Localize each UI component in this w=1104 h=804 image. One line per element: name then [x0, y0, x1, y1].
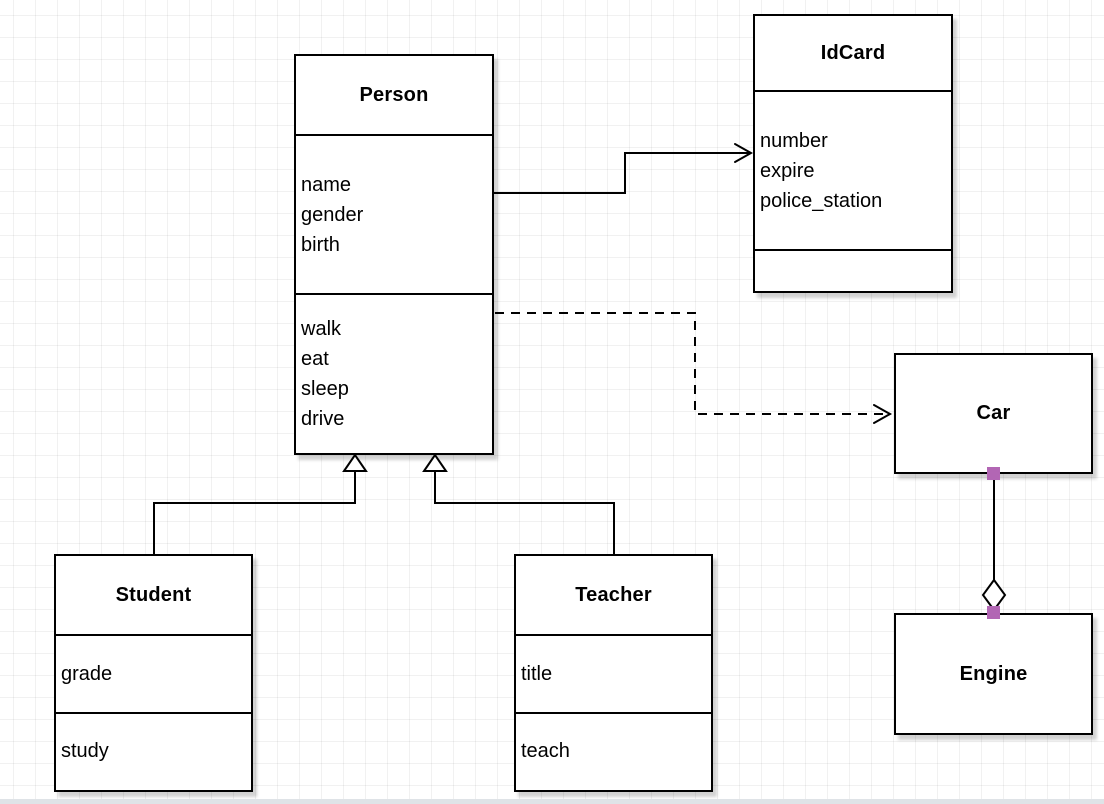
attribute-student-grade: grade: [61, 663, 113, 685]
class-box-person[interactable]: Person name gender birth walk eat sleep …: [294, 54, 494, 455]
class-title-engine: Engine: [959, 662, 1028, 685]
hollow-triangle-icon: [342, 453, 368, 472]
class-box-car[interactable]: Car: [894, 353, 1093, 474]
attribute-idcard-expire: expire: [760, 159, 815, 182]
connector-dependency-person-car[interactable]: [495, 312, 893, 424]
method-student-study: study: [61, 740, 109, 762]
class-box-teacher[interactable]: Teacher title teach: [514, 554, 713, 792]
attribute-person-birth: birth: [301, 233, 340, 256]
class-title-teacher: Teacher: [575, 583, 652, 606]
class-box-idcard[interactable]: IdCard number expire police_station: [753, 14, 953, 293]
attribute-teacher-title: title: [521, 663, 553, 685]
hollow-triangle-icon: [422, 453, 448, 472]
connector-association-person-idcard[interactable]: [494, 143, 754, 194]
methods-section-teacher: teach: [516, 712, 711, 788]
connector-generalization-teacher-person[interactable]: [422, 453, 615, 554]
connector-generalization-student-person[interactable]: [153, 453, 368, 554]
connector-aggregation-car-engine[interactable]: [981, 467, 1007, 619]
method-person-sleep: sleep: [301, 378, 349, 400]
class-title-student: Student: [115, 583, 192, 606]
attribute-person-gender: gender: [301, 203, 364, 226]
attribute-idcard-police-station: police_station: [760, 189, 883, 212]
class-box-engine[interactable]: Engine: [894, 613, 1093, 735]
association-line[interactable]: [494, 152, 749, 194]
hollow-diamond-icon: [981, 578, 1007, 612]
methods-section-student: study: [56, 712, 251, 788]
attribute-person-name: name: [301, 173, 352, 196]
class-box-student[interactable]: Student grade study: [54, 554, 253, 792]
attributes-section-student: grade: [56, 634, 251, 712]
attributes-section-idcard: number expire police_station: [755, 90, 951, 249]
method-person-walk: walk: [301, 318, 342, 340]
dependency-line[interactable]: [495, 312, 886, 415]
class-title-person: Person: [359, 83, 429, 106]
attribute-idcard-number: number: [760, 129, 828, 152]
attributes-section-teacher: title: [516, 634, 711, 712]
generalization-line[interactable]: [153, 472, 356, 554]
attributes-section-person: name gender birth: [296, 134, 492, 293]
methods-section-person: walk eat sleep drive: [296, 293, 492, 453]
method-person-drive: drive: [301, 408, 345, 430]
generalization-line[interactable]: [434, 472, 615, 554]
open-arrowhead-icon: [734, 143, 754, 163]
methods-section-idcard-empty: [755, 249, 951, 289]
class-title-idcard: IdCard: [820, 41, 886, 64]
method-person-eat: eat: [301, 348, 329, 370]
open-arrowhead-icon: [873, 404, 893, 424]
canvas-bottom-edge: [0, 799, 1104, 804]
class-title-car: Car: [976, 402, 1011, 424]
method-teacher-teach: teach: [521, 740, 570, 762]
